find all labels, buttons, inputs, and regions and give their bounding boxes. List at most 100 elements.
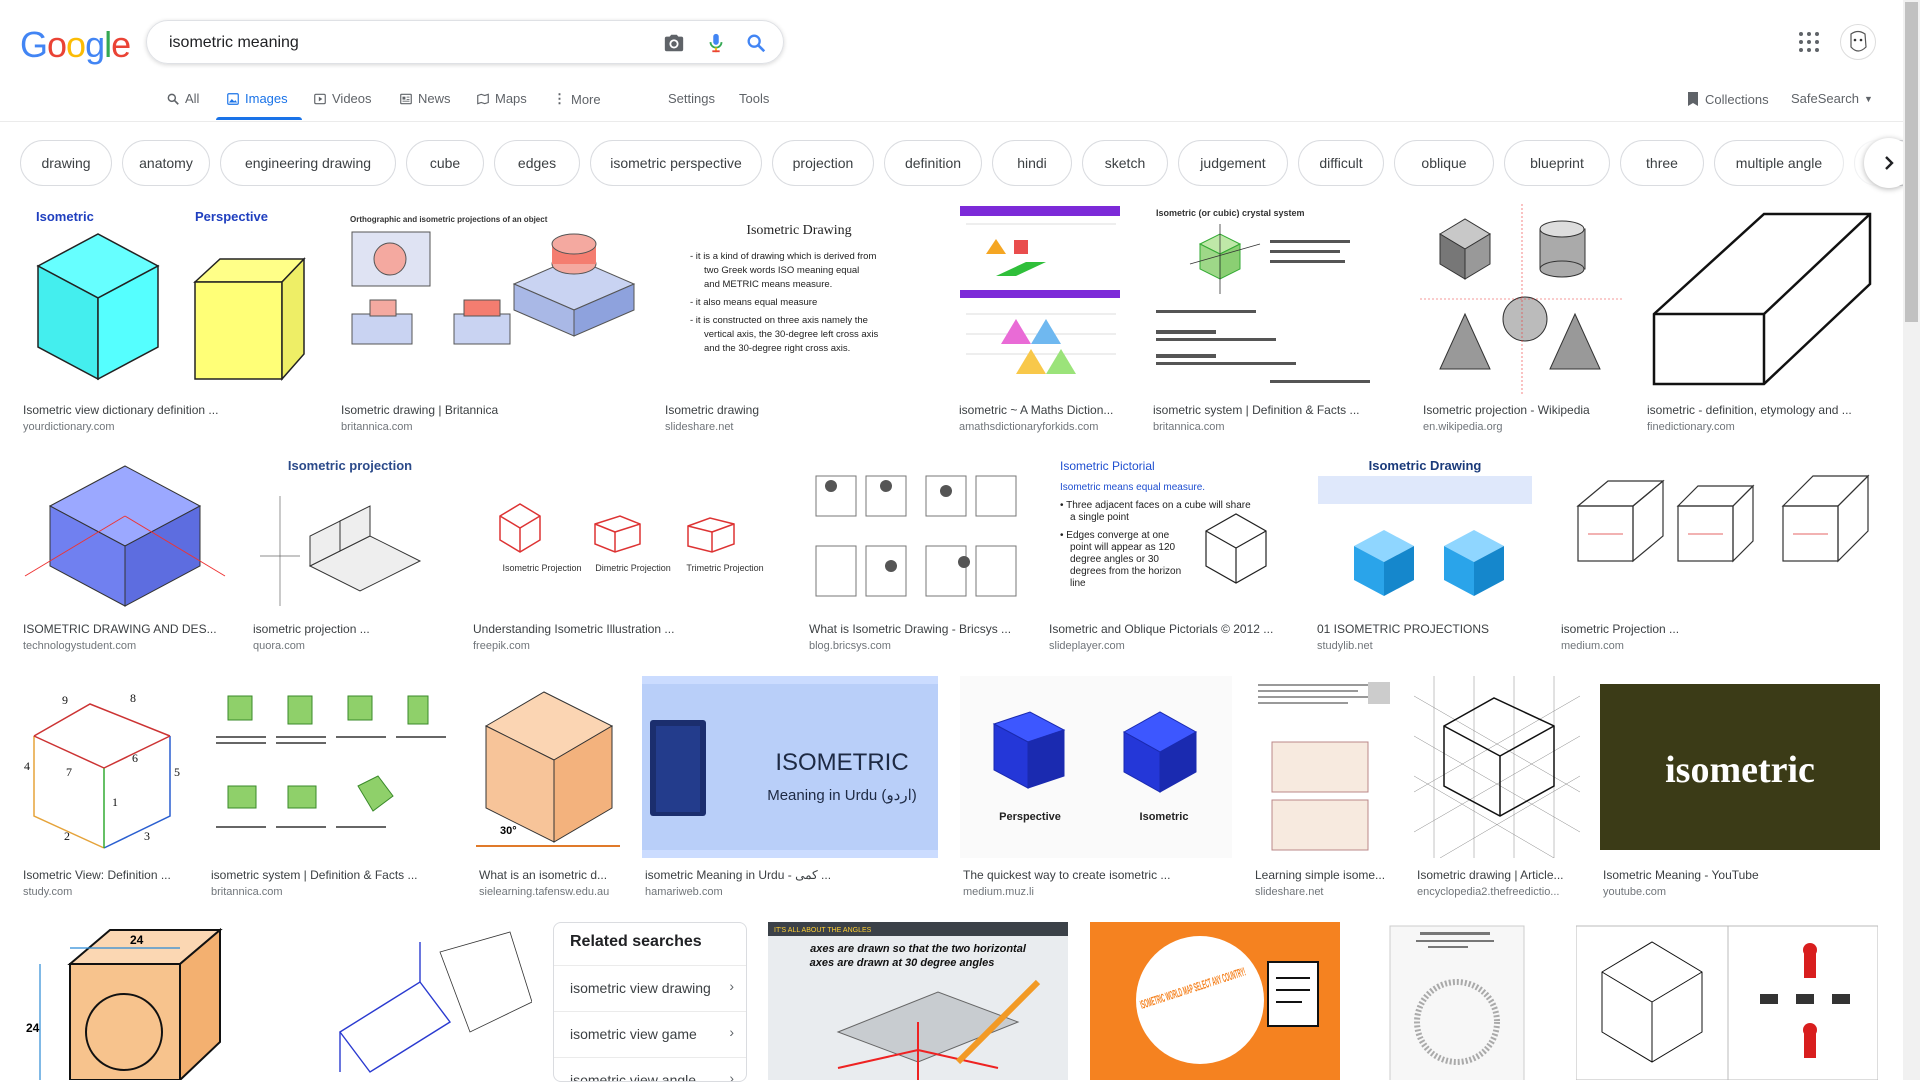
result-caption[interactable]: What is Isometric Drawing - Bricsys ...	[809, 622, 1012, 636]
result-caption[interactable]: Isometric Meaning - YouTube	[1603, 868, 1759, 882]
result-thumbnail[interactable]: 24 24	[20, 922, 290, 1080]
result-caption[interactable]: Understanding Isometric Illustration ...	[473, 622, 675, 636]
result-thumbnail[interactable]: ISOMETRIC WORLD MAP SELECT ANY COUNTRY!	[1090, 922, 1340, 1080]
result-tile[interactable]: isometric system | Definition & Facts ..…	[208, 676, 454, 906]
result-tile[interactable]: isometric - definition, etymology and ..…	[1644, 204, 1878, 434]
chip-hindi[interactable]: hindi	[992, 140, 1072, 186]
tab-news[interactable]: News	[399, 91, 451, 106]
account-avatar[interactable]	[1840, 24, 1876, 60]
result-caption[interactable]: Isometric drawing	[665, 403, 760, 417]
result-tile[interactable]: isometric ~ A Maths Diction... amathsdic…	[956, 204, 1130, 434]
result-thumbnail[interactable]	[806, 456, 1024, 612]
search-icon[interactable]	[745, 32, 767, 54]
result-tile[interactable]: Isometric Drawing - it is a kind of draw…	[662, 204, 936, 434]
result-thumbnail[interactable]	[1252, 676, 1394, 858]
tab-settings[interactable]: Settings	[668, 91, 715, 106]
related-search-item[interactable]: isometric view game›	[554, 1011, 746, 1057]
result-caption[interactable]: isometric system | Definition & Facts ..…	[1153, 403, 1360, 417]
result-caption[interactable]: isometric projection ...	[253, 622, 370, 636]
chip-difficult[interactable]: difficult	[1298, 140, 1384, 186]
result-thumbnail[interactable]: Isometric Perspective	[20, 204, 318, 394]
result-caption[interactable]: isometric - definition, etymology and ..…	[1647, 403, 1852, 417]
tab-more[interactable]: ⋮ More	[553, 91, 601, 107]
result-thumbnail[interactable]: Perspective Isometric	[960, 676, 1232, 858]
result-tile[interactable]: Isometric (or cubic) crystal system isom…	[1150, 204, 1400, 434]
related-search-item[interactable]: isometric view drawing›	[554, 965, 746, 1011]
result-thumbnail[interactable]: Orthographic and isometric projections o…	[338, 204, 642, 394]
result-tile[interactable]: isometric Projection ... medium.com	[1558, 456, 1878, 656]
search-box[interactable]	[146, 20, 784, 64]
result-thumbnail[interactable]	[310, 922, 532, 1080]
chip-isometric-perspective[interactable]: isometric perspective	[590, 140, 762, 186]
result-tile[interactable]	[1360, 922, 1554, 1080]
google-logo[interactable]: Google	[20, 24, 131, 65]
result-tile[interactable]: 24 24	[20, 922, 290, 1080]
chip-drawing[interactable]: drawing	[20, 140, 112, 186]
tab-videos[interactable]: Videos	[313, 91, 372, 106]
apps-grid-icon[interactable]	[1797, 30, 1821, 54]
result-caption[interactable]: Isometric View: Definition ...	[23, 868, 171, 882]
result-caption[interactable]: Isometric projection - Wikipedia	[1423, 403, 1590, 417]
result-tile[interactable]: Isometric projection isometric projectio…	[250, 456, 450, 656]
result-thumbnail[interactable]: Isometric Projection Dimetric Projection…	[470, 456, 784, 612]
tab-tools[interactable]: Tools	[739, 91, 769, 106]
result-caption[interactable]: isometric Meaning in Urdu - کمی ...	[645, 868, 832, 882]
tab-images[interactable]: Images	[226, 91, 288, 106]
result-tile[interactable]: Isometric Projection Dimetric Projection…	[470, 456, 784, 656]
result-tile[interactable]: Learning simple isome... slideshare.net	[1252, 676, 1394, 906]
tab-all[interactable]: All	[166, 91, 199, 106]
tab-maps[interactable]: Maps	[476, 91, 527, 106]
result-tile[interactable]: What is Isometric Drawing - Bricsys ... …	[806, 456, 1024, 656]
result-thumbnail[interactable]: ISOMETRIC Meaning in Urdu (اردو)	[642, 676, 938, 858]
result-thumbnail[interactable]: Isometric (or cubic) crystal system	[1150, 204, 1400, 394]
result-caption[interactable]: ISOMETRIC DRAWING AND DES...	[23, 622, 217, 636]
result-tile[interactable]: Perspective Isometric The quickest way t…	[960, 676, 1232, 906]
result-tile[interactable]: Isometric Perspective Isometric view dic…	[20, 204, 318, 434]
result-tile[interactable]: Orthographic and isometric projections o…	[338, 204, 642, 434]
result-tile[interactable]: IT'S ALL ABOUT THE ANGLES axes are drawn…	[768, 922, 1068, 1080]
result-thumbnail[interactable]: Isometric Drawing	[1314, 456, 1536, 612]
safesearch-menu[interactable]: SafeSearch ▼	[1791, 91, 1873, 106]
result-thumbnail[interactable]: IT'S ALL ABOUT THE ANGLES axes are drawn…	[768, 922, 1068, 1080]
search-input[interactable]	[167, 31, 651, 55]
result-thumbnail[interactable]	[1360, 922, 1554, 1080]
camera-icon[interactable]	[663, 32, 685, 54]
result-thumbnail[interactable]	[1420, 204, 1624, 394]
chip-projection[interactable]: projection	[772, 140, 874, 186]
result-thumbnail[interactable]: Isometric Pictorial Isometric means equa…	[1046, 456, 1292, 612]
chip-sketch[interactable]: sketch	[1082, 140, 1168, 186]
related-search-item[interactable]: isometric view angle›	[554, 1057, 746, 1081]
collections-link[interactable]: Collections	[1686, 91, 1769, 107]
result-tile[interactable]: ISOMETRIC DRAWING AND DES... technologys…	[20, 456, 230, 656]
chip-definition[interactable]: definition	[884, 140, 982, 186]
result-tile[interactable]	[1576, 922, 1878, 1080]
result-thumbnail[interactable]	[1644, 204, 1878, 394]
result-thumbnail[interactable]: Isometric Drawing - it is a kind of draw…	[662, 204, 936, 394]
result-tile[interactable]: ISOMETRIC WORLD MAP SELECT ANY COUNTRY!	[1090, 922, 1340, 1080]
result-tile[interactable]: Isometric projection - Wikipedia en.wiki…	[1420, 204, 1624, 434]
result-caption[interactable]: Isometric drawing | Britannica	[341, 403, 499, 417]
result-tile[interactable]: Isometric Drawing 01 ISOMETRIC PROJECTIO…	[1314, 456, 1536, 656]
chip-cube[interactable]: cube	[406, 140, 484, 186]
microphone-icon[interactable]	[705, 32, 727, 54]
result-tile[interactable]: Isometric Pictorial Isometric means equa…	[1046, 456, 1292, 656]
result-tile[interactable]	[310, 922, 532, 1080]
result-tile[interactable]: ISOMETRIC Meaning in Urdu (اردو) isometr…	[642, 676, 938, 906]
scrollbar-thumb[interactable]	[1905, 2, 1918, 322]
result-thumbnail[interactable]	[956, 204, 1130, 394]
result-caption[interactable]: The quickest way to create isometric ...	[963, 868, 1171, 882]
chip-three[interactable]: three	[1620, 140, 1704, 186]
result-thumbnail[interactable]	[1558, 456, 1878, 612]
chip-blueprint[interactable]: blueprint	[1504, 140, 1610, 186]
result-caption[interactable]: Isometric view dictionary definition ...	[23, 403, 219, 417]
result-caption[interactable]: Isometric drawing | Article...	[1417, 868, 1564, 882]
chip-oblique[interactable]: oblique	[1394, 140, 1494, 186]
result-tile[interactable]: Isometric drawing | Article... encyclope…	[1414, 676, 1580, 906]
chip-edges[interactable]: edges	[494, 140, 580, 186]
result-caption[interactable]: Learning simple isome...	[1255, 868, 1386, 882]
result-caption[interactable]: isometric system | Definition & Facts ..…	[211, 868, 418, 882]
result-thumbnail[interactable]	[208, 676, 454, 858]
result-tile[interactable]: 30° What is an isometric d... sielearnin…	[476, 676, 620, 906]
